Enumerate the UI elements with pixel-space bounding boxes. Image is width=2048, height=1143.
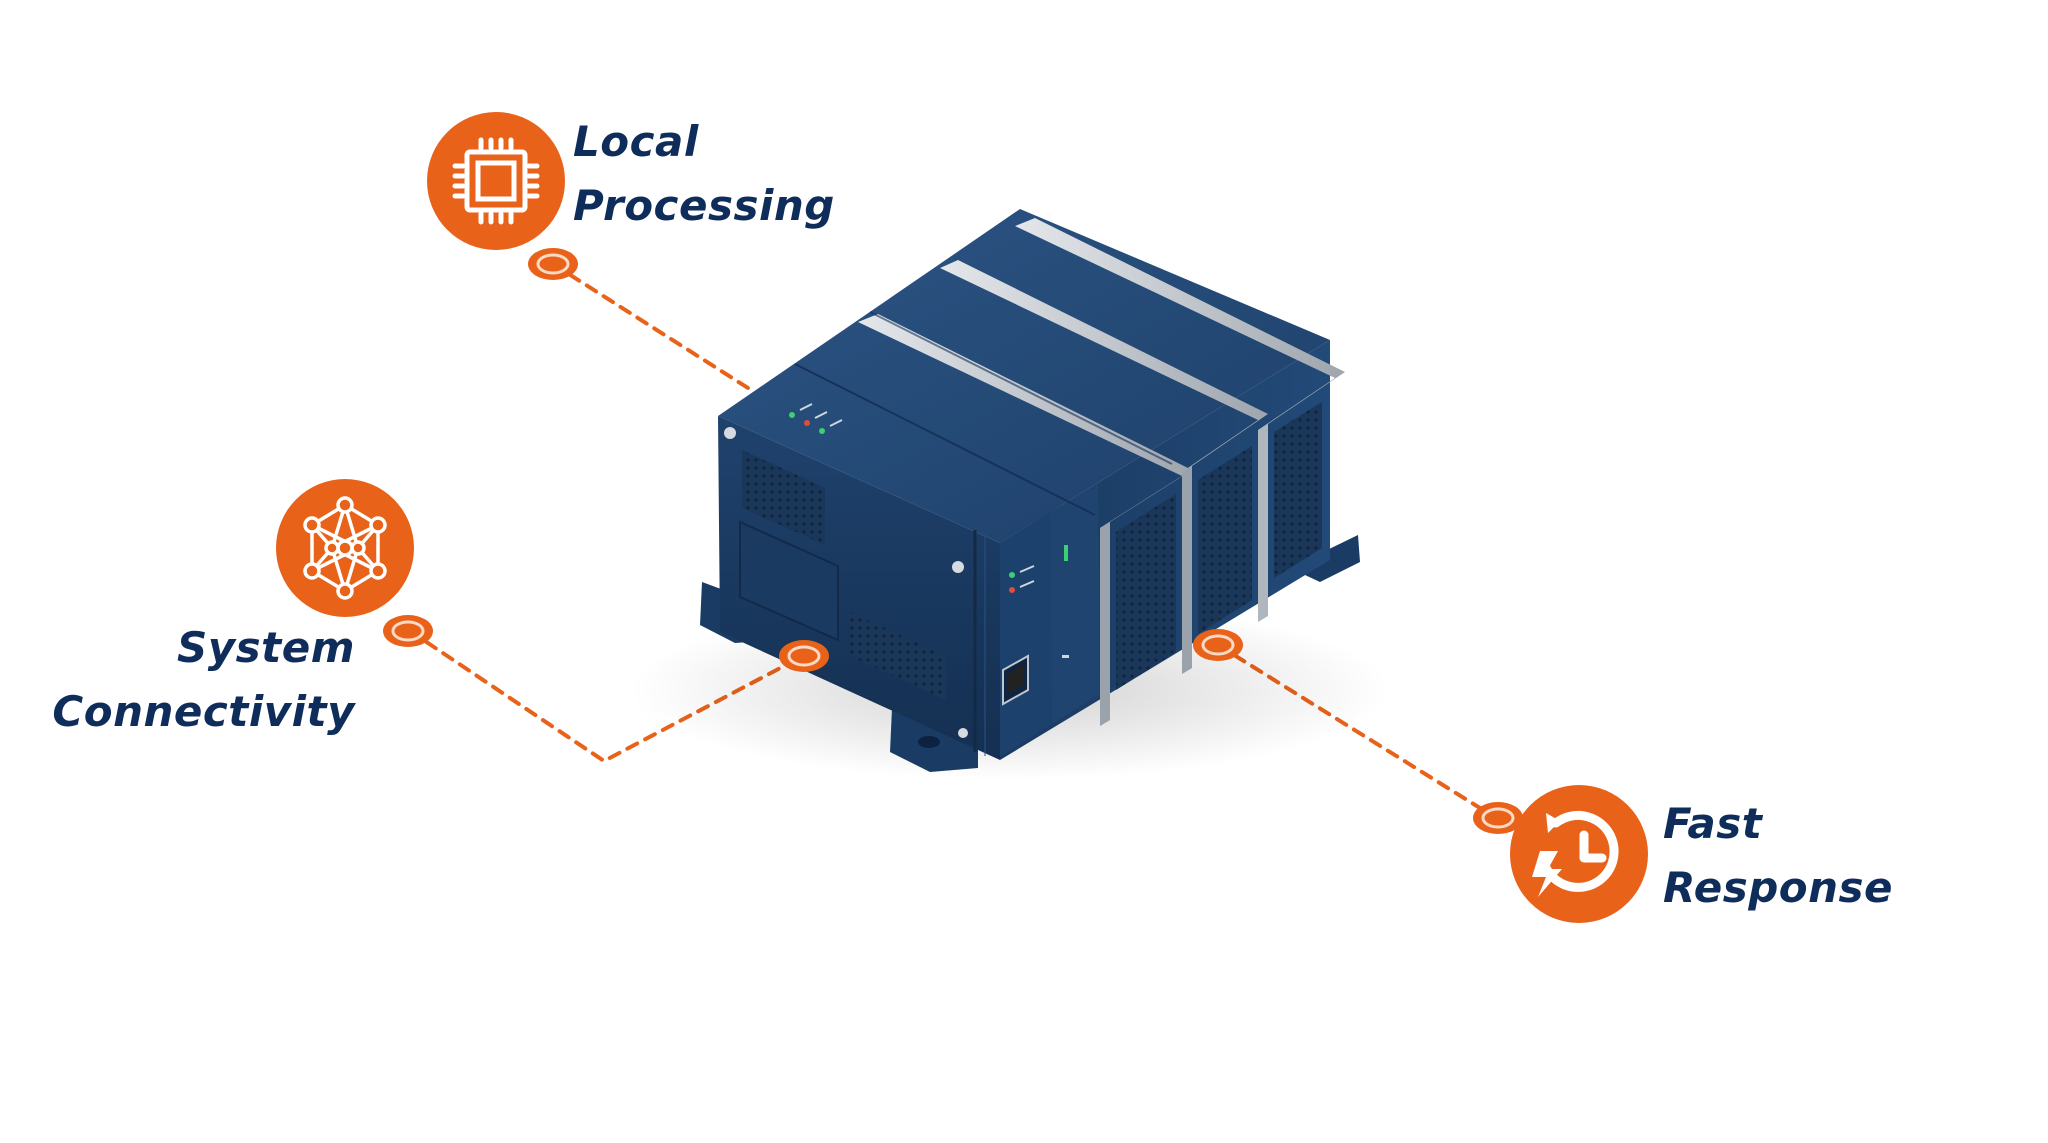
- anchor-fast-response: [1473, 802, 1523, 834]
- connector-local-processing: [551, 262, 750, 390]
- local-processing-label: Local Processing: [573, 110, 835, 238]
- anchor-device-fast-response: [1193, 629, 1243, 661]
- band-3: [1015, 218, 1345, 622]
- cpu-chip-icon: [427, 112, 565, 250]
- anchor-device-connectivity: [779, 640, 829, 672]
- local-processing-line1: Local: [573, 117, 699, 166]
- local-processing-line2: Processing: [573, 181, 835, 230]
- clock-lightning-icon: [1510, 785, 1648, 923]
- anchor-local-processing: [528, 248, 578, 280]
- anchor-system-connectivity: [383, 615, 433, 647]
- system-connectivity-line2: Connectivity: [52, 687, 355, 736]
- fast-response-label: Fast Response: [1663, 792, 1893, 920]
- connector-fast-response: [1216, 643, 1498, 820]
- system-connectivity-label: System Connectivity: [52, 616, 355, 744]
- fast-response-line2: Response: [1663, 863, 1894, 912]
- edge-controller-device: [630, 209, 1390, 780]
- anchor-markers: [383, 248, 1523, 834]
- system-connectivity-line1: System: [177, 623, 355, 672]
- fast-response-line1: Fast: [1663, 799, 1763, 848]
- network-nodes-icon: [276, 479, 414, 617]
